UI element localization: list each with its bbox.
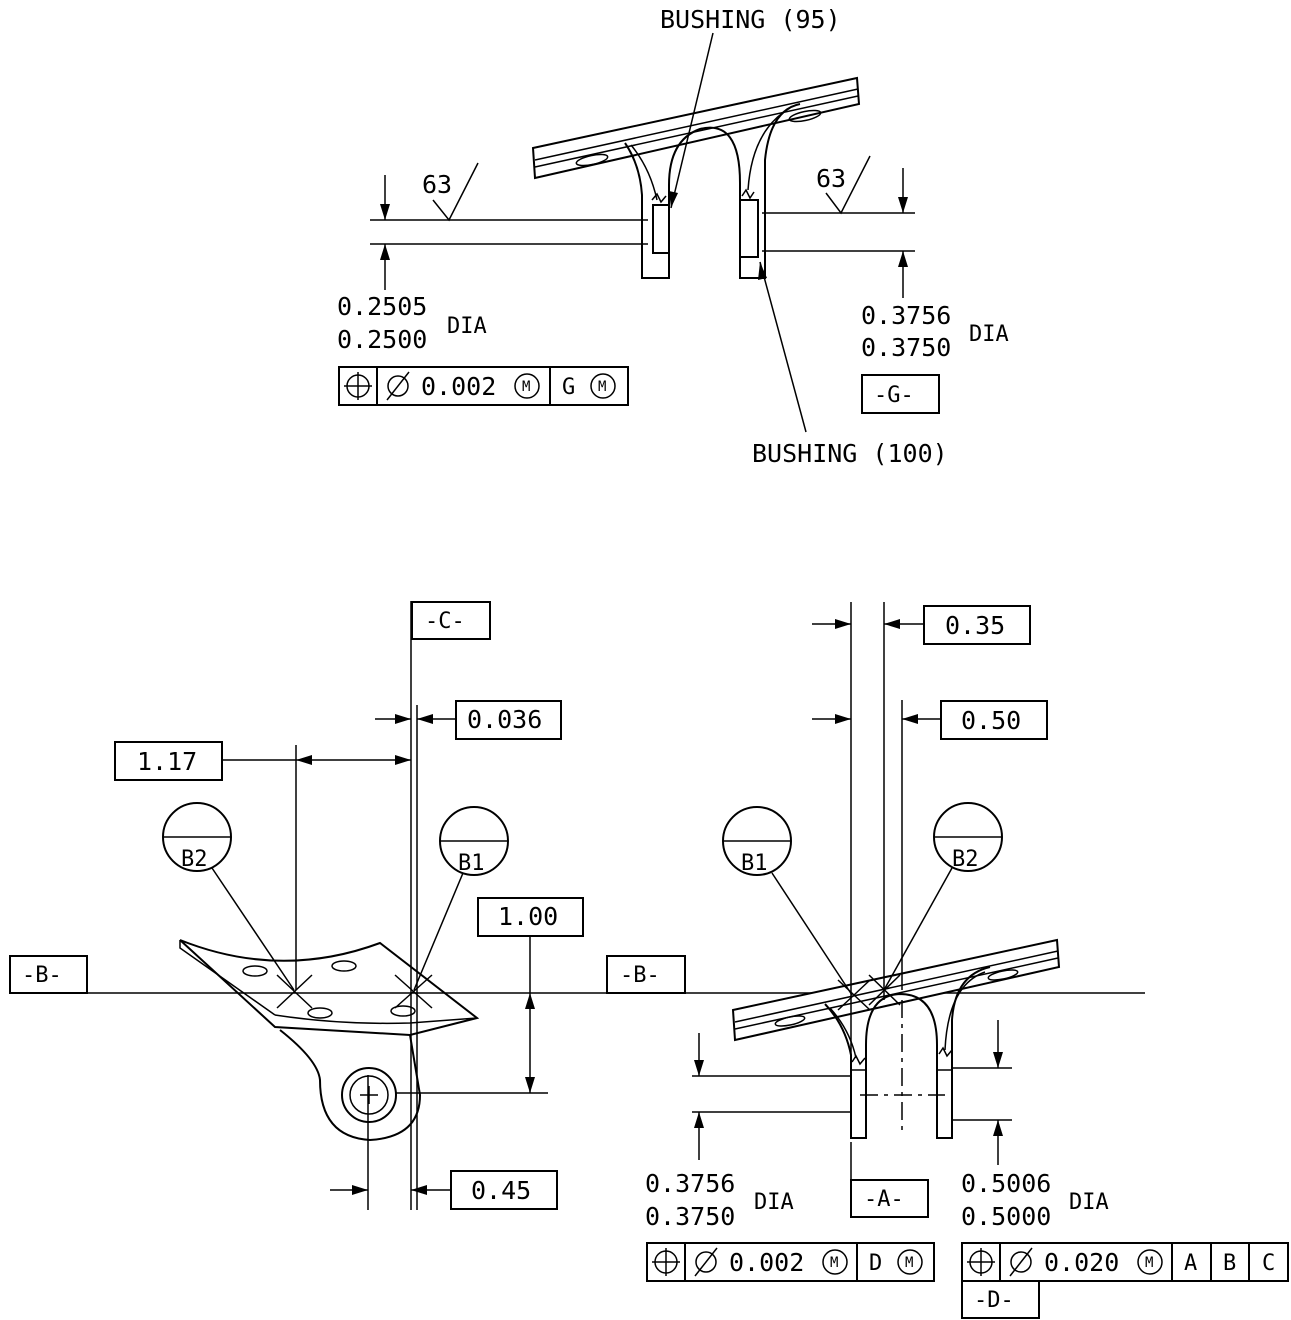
right-left-fcf-datum: D: [869, 1251, 882, 1276]
diameter-icon: [695, 1251, 717, 1273]
top-left-dia-label: DIA: [447, 314, 487, 339]
left-view: -B- B2 B1: [9, 601, 1145, 1210]
diameter-icon: [387, 375, 409, 397]
left-target-b1-label: B1: [458, 851, 485, 876]
dim-0-50: 0.50: [961, 706, 1021, 735]
top-fcf-datum: G: [562, 375, 575, 400]
datum-c: -C-: [425, 609, 465, 634]
bushing-95-label: BUSHING (95): [660, 5, 841, 34]
right-right-fcf-datum-a: A: [1184, 1251, 1197, 1276]
top-right-dia-upper: 0.3756: [861, 301, 951, 330]
top-right-dia-lower: 0.3750: [861, 333, 951, 362]
right-right-feature-control-frame: 0.020 M A B C: [961, 1242, 1289, 1282]
right-right-dia-label: DIA: [1069, 1190, 1109, 1215]
dim-0-036: 0.036: [467, 705, 542, 734]
right-view: -B- 0.35: [606, 602, 1289, 1319]
right-target-b2-label: B2: [952, 847, 979, 872]
dim-0-35: 0.35: [945, 611, 1005, 640]
right-left-fcf-datum-modifier: M: [905, 1255, 913, 1271]
right-left-dia-lower: 0.3750: [645, 1202, 735, 1231]
right-view-bracket: [731, 938, 1061, 1139]
finish-mark-left: 63: [422, 170, 452, 199]
right-left-fcf-tolerance: 0.002: [729, 1248, 804, 1277]
dim-0-45: 0.45: [471, 1176, 531, 1205]
top-fcf-modifier: M: [522, 379, 530, 395]
left-datum-b: -B-: [22, 963, 62, 988]
top-view-bracket: [531, 76, 861, 279]
finish-mark-right: 63: [816, 164, 846, 193]
right-left-feature-control-frame: 0.002 M D M: [646, 1242, 935, 1282]
diameter-icon: [1010, 1251, 1032, 1273]
top-feature-control-frame: 0.002 M G M: [338, 366, 629, 406]
top-view: 63 63 BUSHING (95) BUSHING (100) 0.2505 …: [337, 5, 1009, 468]
top-fcf-datum-modifier: M: [598, 379, 606, 395]
right-right-fcf-datum-c: C: [1262, 1251, 1275, 1276]
right-target-b1-label: B1: [741, 851, 768, 876]
datum-d: -D-: [974, 1288, 1014, 1313]
dim-1-17: 1.17: [137, 747, 197, 776]
bushing-100-label: BUSHING (100): [752, 439, 948, 468]
right-right-fcf-modifier: M: [1145, 1255, 1153, 1271]
top-right-dia-label: DIA: [969, 322, 1009, 347]
right-datum-b: -B-: [620, 963, 660, 988]
top-fcf-tolerance: 0.002: [421, 372, 496, 401]
right-left-dia-upper: 0.3756: [645, 1169, 735, 1198]
right-left-dia-label: DIA: [754, 1190, 794, 1215]
left-view-bracket: [179, 939, 480, 1142]
right-left-fcf-modifier: M: [830, 1255, 838, 1271]
datum-a: -A-: [864, 1187, 904, 1212]
right-right-dia-lower: 0.5000: [961, 1202, 1051, 1231]
right-right-fcf-datum-b: B: [1223, 1251, 1236, 1276]
top-left-dia-upper: 0.2505: [337, 292, 427, 321]
top-left-dia-lower: 0.2500: [337, 325, 427, 354]
right-right-fcf-tolerance: 0.020: [1044, 1248, 1119, 1277]
left-target-b2-label: B2: [181, 847, 208, 872]
dim-1-00: 1.00: [498, 902, 558, 931]
right-right-dia-upper: 0.5006: [961, 1169, 1051, 1198]
datum-g: -G-: [874, 383, 914, 408]
